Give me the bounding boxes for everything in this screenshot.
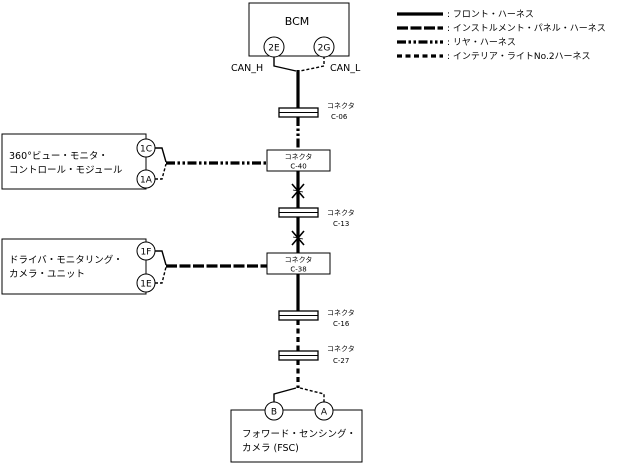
connector-c16-code: C-16	[333, 320, 350, 328]
twisted-pair-marker-upper	[291, 183, 305, 199]
bcm-pin-2g-label: 2G	[318, 44, 331, 54]
module-dms-line1: ドライバ・モニタリング・	[9, 254, 123, 266]
connector-c13: コネクタ C-13	[278, 207, 355, 228]
connector-c13-code: C-13	[333, 220, 349, 228]
module-360-line1: 360°ビュー・モニタ・	[9, 151, 108, 162]
bcm-module: BCM 2E 2G CAN_H CAN_L	[231, 2, 361, 74]
wire-360-1c-stub	[155, 147, 167, 163]
module-360-line2: コントロール・モジュール	[9, 165, 123, 176]
legend-label-int: : インテリア・ライトNo.2ハーネス	[447, 51, 591, 62]
connector-c06-code: C-06	[331, 113, 348, 121]
wires	[155, 56, 325, 402]
module-fsc-line2: カメラ (FSC)	[242, 443, 299, 454]
module-fsc-pin-a	[314, 401, 334, 421]
module-fsc-pin-b	[264, 401, 284, 421]
connector-c27-code: C-27	[333, 357, 349, 365]
can-h-label: CAN_H	[231, 63, 263, 74]
twisted-pair-marker-lower	[291, 230, 305, 246]
legend-label-rear: : リヤ・ハーネス	[447, 37, 516, 48]
legend-label-front: : フロント・ハーネス	[447, 9, 534, 20]
connector-c38-code: C-38	[290, 266, 306, 274]
wire-dms-1f-stub	[155, 250, 167, 266]
module-dms-pin-1e	[136, 273, 156, 293]
module-360-pin-1a-label: 1A	[140, 176, 153, 186]
module-360-pin-1a	[136, 169, 156, 189]
connector-c40: コネクタ C-40	[266, 149, 331, 172]
connector-c16-label: コネクタ	[327, 308, 355, 317]
wire-360-1a-stub	[155, 163, 167, 180]
connector-c40-code: C-40	[290, 163, 306, 171]
module-360-box	[1, 133, 147, 190]
module-forward-sensing-camera: フォワード・センシング・ カメラ (FSC) B A	[230, 401, 363, 463]
module-dms-pin-1f	[136, 241, 156, 261]
connector-c16: コネクタ C-16	[278, 308, 355, 328]
module-dms-pin-1f-label: 1F	[141, 248, 152, 258]
connector-c40-box	[266, 149, 331, 172]
connector-c27-label: コネクタ	[327, 344, 355, 353]
wire-dms-1e-stub	[155, 266, 167, 284]
module-fsc-pin-a-label: A	[321, 408, 328, 418]
bcm-pin-2e-label: 2E	[268, 44, 280, 54]
connector-c06-label: コネクタ	[327, 101, 355, 110]
module-dms-line2: カメラ・ユニット	[9, 269, 85, 280]
bcm-pin-2g	[313, 36, 335, 58]
can-l-label: CAN_L	[330, 63, 361, 74]
module-dms-pin-1e-label: 1E	[140, 280, 152, 290]
legend: : フロント・ハーネス : インストルメント・パネル・ハーネス : リヤ・ハーネ…	[397, 9, 606, 62]
connector-c27: コネクタ C-27	[278, 344, 355, 365]
connector-c40-label: コネクタ	[285, 152, 313, 161]
wire-can-l-stub	[299, 56, 325, 72]
wire-can-h-stub	[273, 56, 297, 72]
bcm-pin-2e	[263, 36, 285, 58]
legend-label-inst: : インストルメント・パネル・ハーネス	[447, 23, 606, 34]
module-dms-box	[1, 238, 147, 295]
module-360-pin-1c-label: 1C	[140, 145, 152, 155]
module-fsc-box	[230, 409, 363, 463]
wire-fsc-b-stub	[273, 387, 297, 402]
bcm-title: BCM	[285, 15, 310, 28]
wire-fsc-a-stub	[299, 387, 325, 402]
connector-c13-label: コネクタ	[327, 208, 355, 217]
module-fsc-line1: フォワード・センシング・	[242, 428, 356, 440]
module-driver-monitoring: ドライバ・モニタリング・ カメラ・ユニット 1F 1E	[1, 238, 156, 295]
module-360-view: 360°ビュー・モニタ・ コントロール・モジュール 1C 1A	[1, 133, 156, 190]
connector-c06: コネクタ C-06	[278, 101, 355, 121]
module-360-pin-1c	[136, 138, 156, 158]
module-fsc-pin-b-label: B	[271, 408, 277, 418]
connector-c38: コネクタ C-38	[266, 252, 331, 275]
connector-c38-box	[266, 252, 331, 275]
connector-c38-label: コネクタ	[285, 255, 313, 264]
